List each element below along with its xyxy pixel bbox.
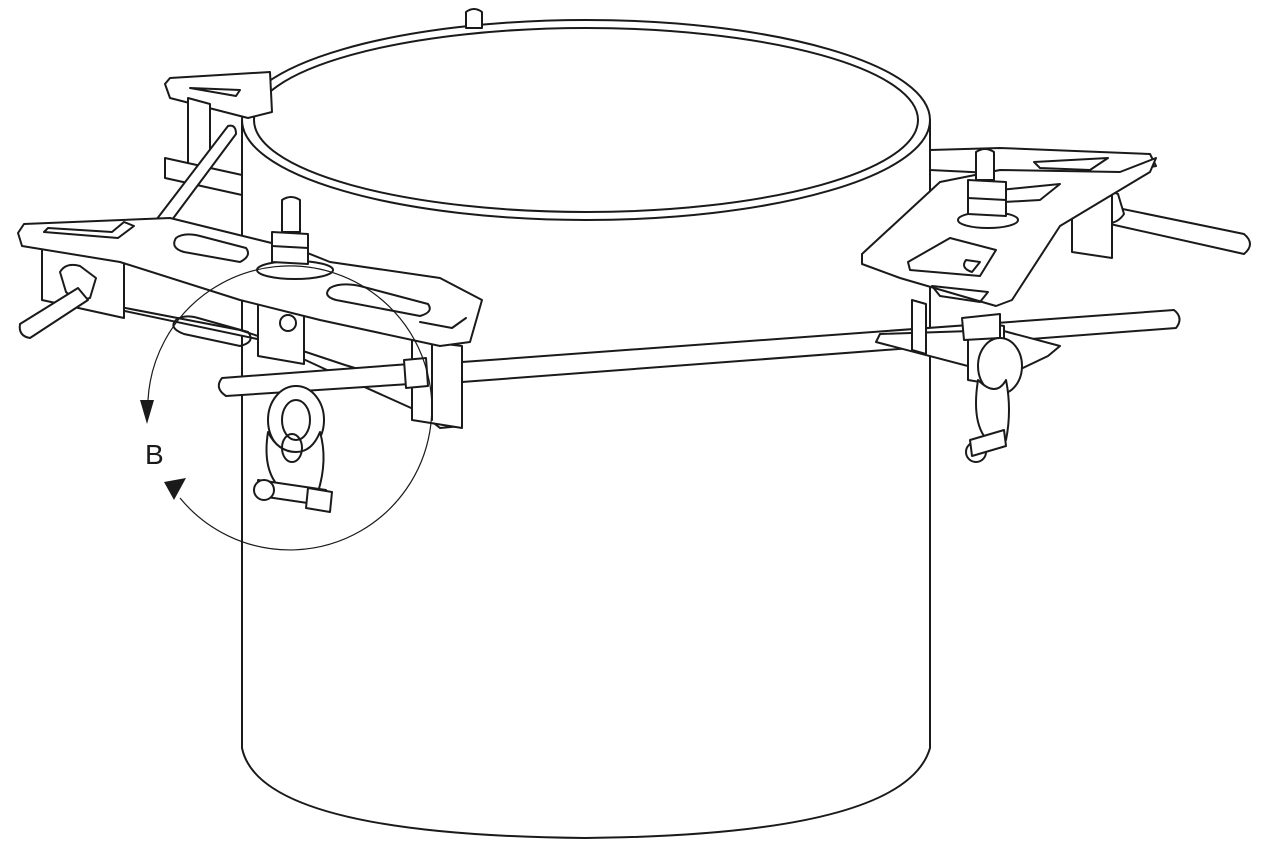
detail-arrow-bottom: [164, 478, 186, 500]
cylinder-top-rim-inner: [253, 27, 919, 213]
cylinder-top-rim-outer: [241, 19, 931, 221]
left-shackle: [253, 385, 333, 513]
detail-callout: B: [140, 265, 433, 551]
cylinder: [241, 19, 931, 839]
left-rear-bracket: [149, 71, 273, 237]
detail-arrow-top: [140, 400, 154, 424]
top-stub: [465, 8, 483, 29]
right-shackle: [965, 337, 1023, 463]
detail-circle: [147, 265, 433, 551]
left-front-bracket: [17, 196, 483, 429]
detail-label: B: [145, 439, 164, 470]
cylinder-body: [241, 119, 931, 839]
